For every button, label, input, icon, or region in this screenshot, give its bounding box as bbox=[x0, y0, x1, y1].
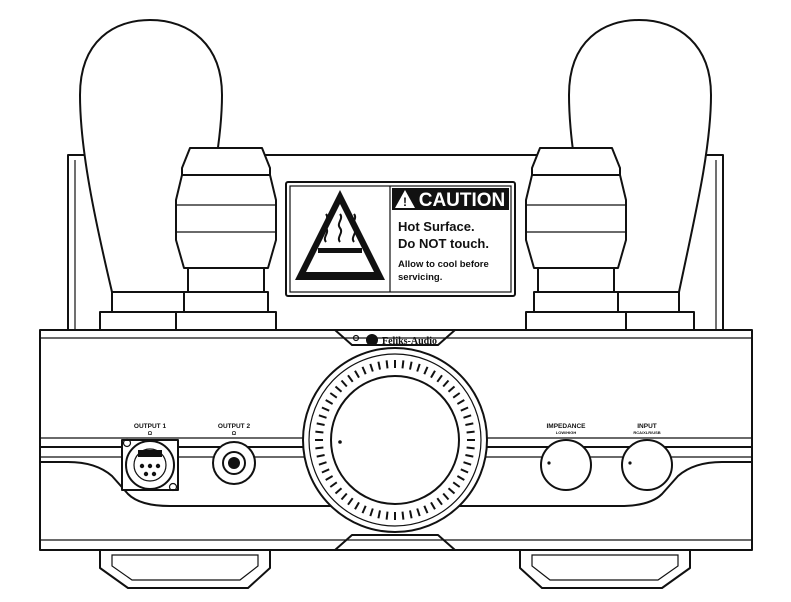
knob-tick bbox=[369, 508, 374, 517]
knob-tick bbox=[334, 487, 343, 495]
knob-tick bbox=[436, 497, 443, 506]
power-led-icon bbox=[352, 334, 360, 342]
knob-tick bbox=[361, 366, 367, 375]
impedance-knob[interactable]: IMPEDANCE LOW/HIGH bbox=[540, 423, 592, 491]
knob-tick bbox=[329, 481, 338, 488]
knob-tick bbox=[430, 370, 436, 379]
knob-tick bbox=[465, 422, 474, 426]
xlr-screw-top-icon bbox=[122, 438, 132, 448]
impedance-label: IMPEDANCE bbox=[546, 423, 586, 430]
knob-tick bbox=[321, 406, 330, 412]
knob-tick bbox=[409, 361, 413, 370]
caution-line-3: Allow to cool before bbox=[398, 259, 489, 270]
knob-tick bbox=[369, 363, 374, 372]
input-label: INPUT bbox=[637, 423, 657, 430]
output-1-sub: Ω bbox=[148, 431, 153, 437]
knob-tick bbox=[318, 461, 327, 466]
knob-tick bbox=[354, 501, 360, 510]
knob-tick bbox=[436, 374, 443, 383]
caution-line-2: Do NOT touch. bbox=[398, 236, 489, 251]
knob-tick bbox=[423, 505, 429, 514]
knob-tick bbox=[447, 487, 456, 495]
knob-tick bbox=[460, 468, 469, 474]
caution-heading: CAUTION bbox=[419, 190, 506, 211]
knob-tick bbox=[466, 430, 475, 434]
knob-tick bbox=[321, 468, 330, 474]
knob-tick bbox=[347, 497, 354, 506]
caution-triangle-icon: ! bbox=[395, 190, 415, 209]
caution-label: ! CAUTION Hot Surface. Do NOT touch. All… bbox=[285, 181, 516, 297]
knob-tick bbox=[318, 414, 327, 419]
knob-tick bbox=[325, 399, 334, 405]
knob-tick bbox=[460, 406, 469, 412]
knob-tick bbox=[456, 399, 465, 405]
knob-tick bbox=[377, 361, 381, 370]
caution-line-1: Hot Surface. bbox=[398, 219, 475, 234]
knob-tick bbox=[325, 475, 334, 481]
knob-tick bbox=[430, 501, 436, 510]
knob-tick bbox=[315, 446, 324, 450]
knob-tick bbox=[463, 461, 472, 466]
knob-tick bbox=[377, 510, 381, 519]
left-small-tube bbox=[175, 147, 277, 331]
knob-tick bbox=[465, 454, 474, 458]
knob-tick bbox=[340, 379, 348, 388]
volume-knob[interactable] bbox=[302, 347, 488, 533]
knob-tick bbox=[423, 366, 429, 375]
knob-tick bbox=[409, 510, 413, 519]
knob-tick bbox=[442, 492, 450, 501]
knob-tick bbox=[466, 446, 475, 450]
hot-surface-warning-icon bbox=[295, 190, 385, 280]
knob-tick bbox=[416, 363, 421, 372]
knob-tick bbox=[447, 385, 456, 393]
knob-tick bbox=[442, 379, 450, 388]
output-1-xlr-socket[interactable]: OUTPUT 1 Ω bbox=[121, 423, 179, 492]
knob-scale-ticks bbox=[315, 360, 475, 520]
brand-logo-icon bbox=[366, 334, 378, 346]
knob-tick bbox=[452, 481, 461, 488]
xlr-screw-bottom-icon bbox=[168, 482, 178, 492]
knob-tick bbox=[456, 475, 465, 481]
output-2-label: OUTPUT 2 bbox=[218, 423, 251, 430]
knob-tick bbox=[361, 505, 367, 514]
knob-tick bbox=[334, 385, 343, 393]
input-sub: RCA/XLR/USB bbox=[633, 430, 660, 435]
knob-tick bbox=[463, 414, 472, 419]
knob-tick bbox=[452, 392, 461, 399]
impedance-sub: LOW/HIGH bbox=[556, 430, 577, 435]
knob-tick bbox=[340, 492, 348, 501]
knob-tick bbox=[354, 370, 360, 379]
knob-tick bbox=[401, 360, 405, 369]
knob-tick bbox=[385, 360, 389, 369]
right-small-tube bbox=[525, 147, 627, 331]
brand-name: Feliks-Audio bbox=[382, 336, 437, 347]
input-selector-knob[interactable]: INPUT RCA/XLR/USB bbox=[621, 423, 673, 491]
brand-badge: Feliks-Audio bbox=[352, 334, 437, 347]
right-foot bbox=[519, 549, 691, 589]
output-1-label: OUTPUT 1 bbox=[134, 423, 167, 430]
knob-tick bbox=[385, 511, 389, 520]
knob-tick bbox=[401, 511, 405, 520]
output-2-jack-socket[interactable]: OUTPUT 2 Ω bbox=[212, 423, 256, 485]
knob-tick bbox=[329, 392, 338, 399]
knob-tick bbox=[316, 422, 325, 426]
knob-tick bbox=[315, 430, 324, 434]
left-foot bbox=[99, 549, 271, 589]
knob-tick bbox=[347, 374, 354, 383]
output-2-sub: Ω bbox=[232, 431, 237, 437]
svg-text:!: ! bbox=[403, 195, 407, 209]
knob-tick bbox=[316, 454, 325, 458]
knob-tick bbox=[416, 508, 421, 517]
caution-line-4: servicing. bbox=[398, 272, 442, 283]
